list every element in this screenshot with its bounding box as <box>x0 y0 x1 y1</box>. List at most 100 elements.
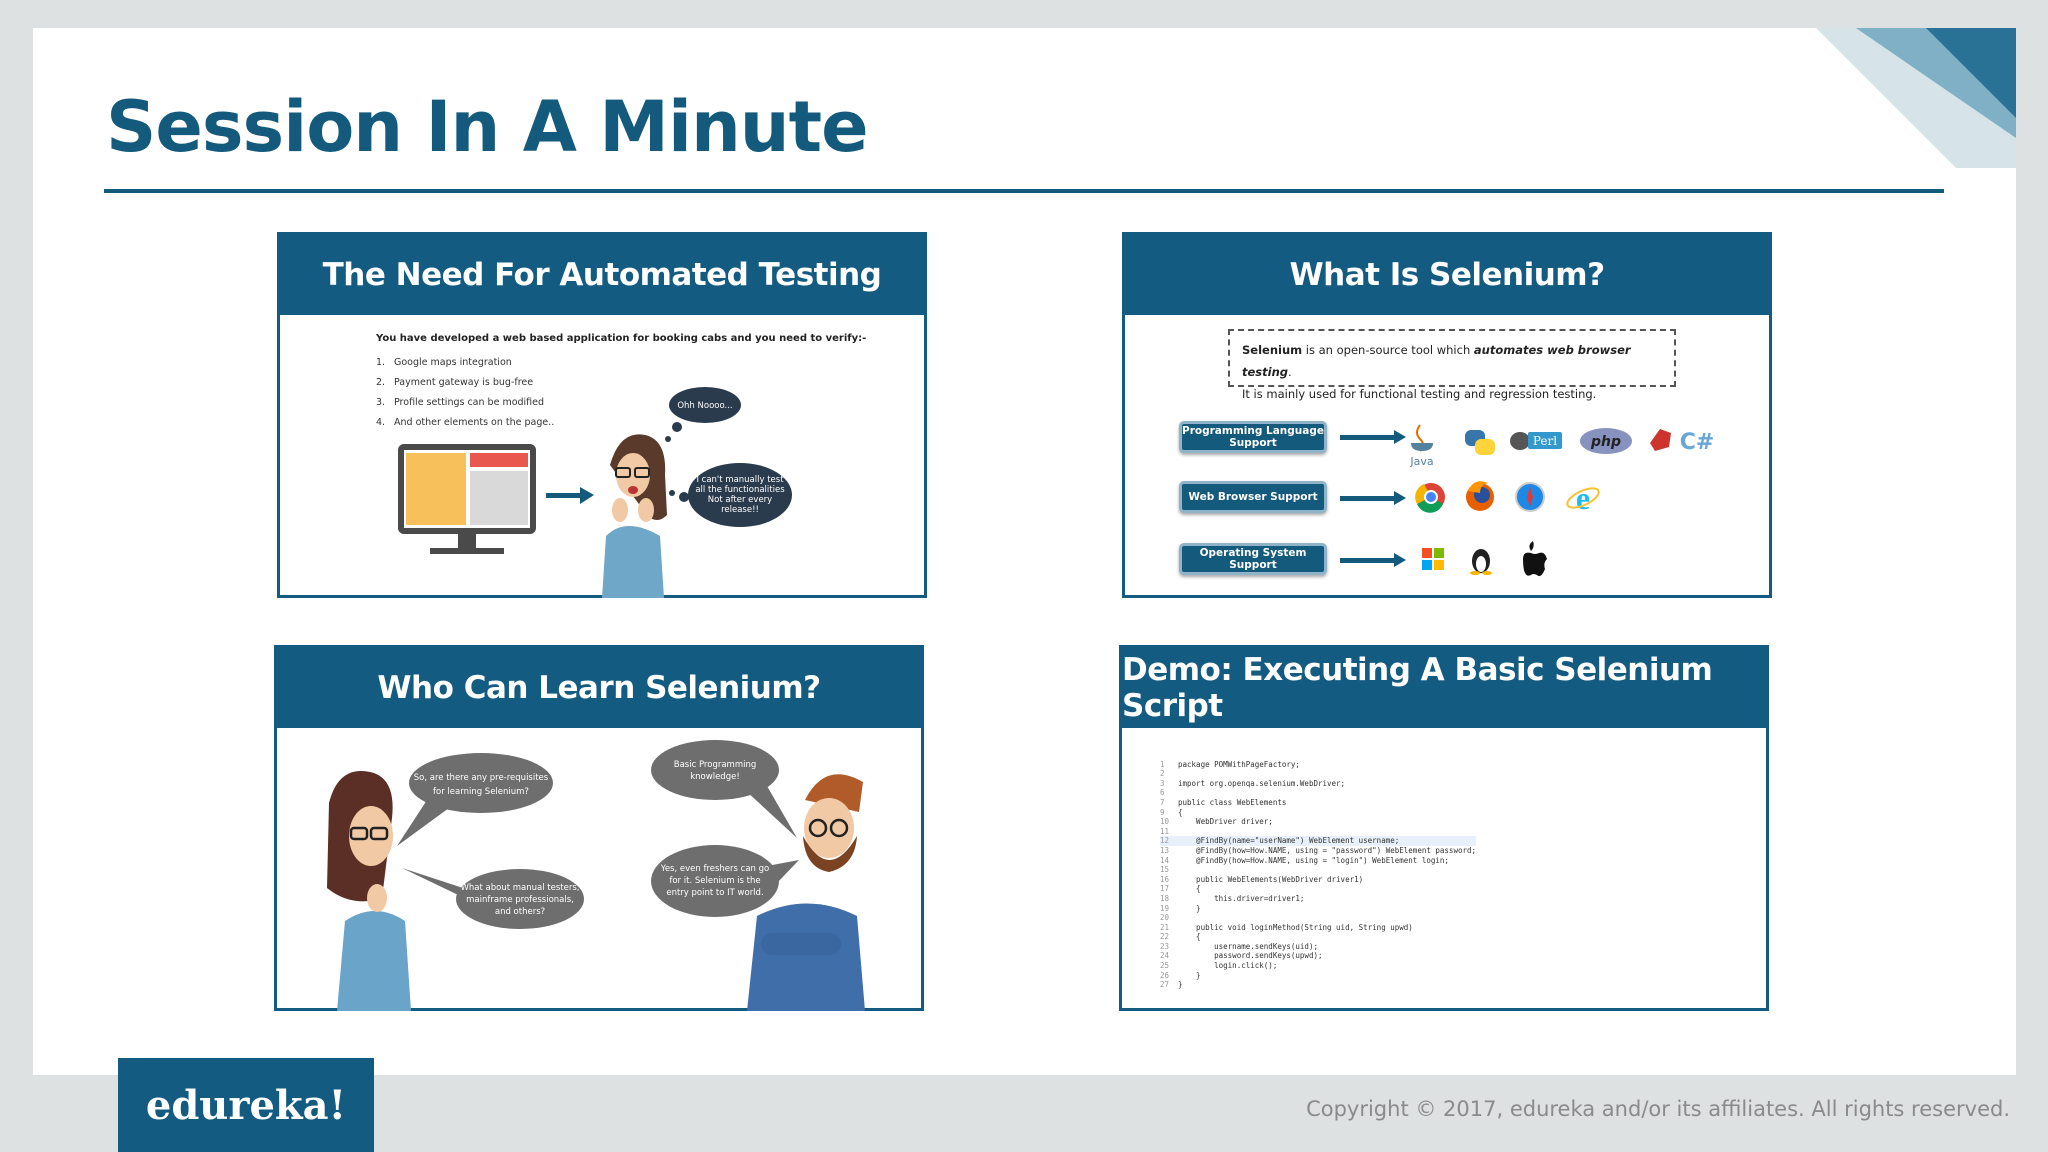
list-item: 1.Google maps integration <box>376 357 512 368</box>
monitor-icon <box>398 444 536 554</box>
code-line: 18 this.driver=driver1; <box>1160 893 1305 903</box>
code-line: 24 password.sendKeys(upwd); <box>1160 951 1323 961</box>
bubble-small-text: Ohh Noooo... <box>677 401 732 411</box>
code-line: 23 username.sendKeys(uid); <box>1160 941 1318 951</box>
code-line: 20 <box>1160 913 1170 923</box>
card-body: You have developed a web based applicati… <box>280 315 924 598</box>
svg-text:Yes, even freshers can go: Yes, even freshers can go <box>660 864 769 874</box>
edureka-logo: edureka! <box>118 1058 374 1152</box>
thought-bubble-large: I can't manually test all the functional… <box>669 463 792 527</box>
code-line: 21 public void loginMethod(String uid, S… <box>1160 922 1413 932</box>
code-line: 12 @FindBy(name="userName") WebElement u… <box>1160 836 1477 846</box>
card-demo-script: Demo: Executing A Basic Selenium Script … <box>1119 645 1769 1011</box>
chrome-icon <box>1415 483 1445 513</box>
python-icon <box>1465 430 1495 455</box>
svg-text:for it. Selenium is the: for it. Selenium is the <box>669 876 760 886</box>
svg-text:and others?: and others? <box>495 907 545 917</box>
svg-text:e: e <box>1576 480 1590 516</box>
code-line: 2 <box>1160 769 1165 779</box>
card-title: Demo: Executing A Basic Selenium Script <box>1122 648 1766 728</box>
code-line: 22 { <box>1160 932 1201 942</box>
svg-text:knowledge!: knowledge! <box>690 772 739 782</box>
arrow-icon <box>546 487 594 504</box>
list-item: 2.Payment gateway is bug-free <box>376 377 534 388</box>
java-icon: Java <box>1409 424 1434 468</box>
card-who-can-learn: Who Can Learn Selenium? So, are there an… <box>274 645 924 1011</box>
code-line: 17 { <box>1160 884 1201 894</box>
speech-bubble-programming: Basic Programming knowledge! <box>651 740 797 838</box>
ruby-icon <box>1650 429 1671 451</box>
code-line: 19 } <box>1160 903 1201 913</box>
support-icons: Java Perl php <box>1409 424 1715 577</box>
apple-icon <box>1523 541 1547 577</box>
code-line: 6 <box>1160 788 1165 798</box>
web-browser-support-pill: Web Browser Support <box>1179 481 1327 513</box>
intro-text: You have developed a web based applicati… <box>376 333 867 344</box>
svg-text:all the functionalities: all the functionalities <box>695 485 785 495</box>
woman-icon <box>327 771 411 1011</box>
code-line: 16 public WebElements(WebDriver driver1) <box>1160 874 1364 884</box>
perl-icon: Perl <box>1510 432 1562 450</box>
illustration-conversation: So, are there any pre-requisites for lea… <box>327 740 865 1011</box>
svg-text:for learning Selenium?: for learning Selenium? <box>433 787 529 797</box>
svg-text:So, are there any pre-requisit: So, are there any pre-requisites <box>414 773 549 783</box>
card-title: The Need For Automated Testing <box>280 235 924 315</box>
speech-bubble-manual-testers: What about manual testers, mainframe pro… <box>402 868 584 929</box>
svg-text:mainframe professionals,: mainframe professionals, <box>466 895 574 905</box>
arrow-icon <box>1340 553 1406 567</box>
svg-text:Basic Programming: Basic Programming <box>674 760 757 770</box>
list-item: 4.And other elements on the page.. <box>376 417 555 428</box>
code-line: 14 @FindBy(how=How.NAME, using = "login"… <box>1160 855 1449 865</box>
code-line: 9{ <box>1160 807 1183 817</box>
card-body: So, are there any pre-requisites for lea… <box>277 728 921 1011</box>
code-line: 10 WebDriver driver; <box>1160 817 1273 827</box>
safari-icon <box>1515 482 1545 512</box>
linux-icon <box>1470 549 1492 575</box>
svg-text:What about manual testers,: What about manual testers, <box>461 883 580 893</box>
svg-text:php: php <box>1590 434 1621 450</box>
svg-text:Perl: Perl <box>1533 434 1557 448</box>
code-line: 13 @FindBy(how=How.NAME, using = "passwo… <box>1160 845 1477 855</box>
code-line: 26 } <box>1160 970 1201 980</box>
operating-system-support-pill: Operating System Support <box>1179 543 1327 575</box>
code-line: 11 <box>1160 826 1170 836</box>
php-icon: php <box>1580 428 1632 454</box>
code-line: 15 <box>1160 865 1170 875</box>
code-line: 25 login.click(); <box>1160 961 1278 971</box>
internet-explorer-icon: e <box>1566 480 1600 516</box>
card-what-is-selenium: What Is Selenium? Selenium is an open-so… <box>1122 232 1772 598</box>
requirements-list: 1.Google maps integration 2.Payment gate… <box>376 353 554 433</box>
svg-text:I can't manually test: I can't manually test <box>696 475 784 485</box>
card-need-automated-testing: The Need For Automated Testing You have … <box>277 232 927 598</box>
arrow-icon <box>1340 491 1406 505</box>
list-item: 3.Profile settings can be modified <box>376 397 545 408</box>
card-title: Who Can Learn Selenium? <box>277 648 921 728</box>
worried-tester-icon <box>602 434 667 598</box>
speech-bubble-freshers: Yes, even freshers can go for it. Seleni… <box>651 845 799 917</box>
card-title: What Is Selenium? <box>1125 235 1769 315</box>
copyright-text: Copyright © 2017, edureka and/or its aff… <box>1306 1097 2010 1121</box>
slide-title: Session In A Minute <box>106 86 869 168</box>
svg-text:Java: Java <box>1409 455 1433 468</box>
illustration-computer-tester: Ohh Noooo... I can't manually test all t… <box>398 387 792 598</box>
csharp-icon: C# <box>1680 430 1715 455</box>
svg-text:C#: C# <box>1680 430 1715 455</box>
svg-text:entry point to IT world.: entry point to IT world. <box>666 888 763 898</box>
title-underline <box>104 189 1944 193</box>
definition-box: Selenium is an open-source tool which au… <box>1228 329 1676 401</box>
svg-text:release!!: release!! <box>721 505 759 515</box>
speech-bubble-prerequisites: So, are there any pre-requisites for lea… <box>397 753 553 846</box>
windows-icon <box>1422 548 1444 570</box>
thought-bubble-small: Ohh Noooo... <box>665 387 741 442</box>
bearded-man-icon <box>747 774 865 1011</box>
corner-decoration <box>1816 28 2016 168</box>
svg-text:Not after every: Not after every <box>708 495 772 505</box>
firefox-icon <box>1466 481 1494 511</box>
